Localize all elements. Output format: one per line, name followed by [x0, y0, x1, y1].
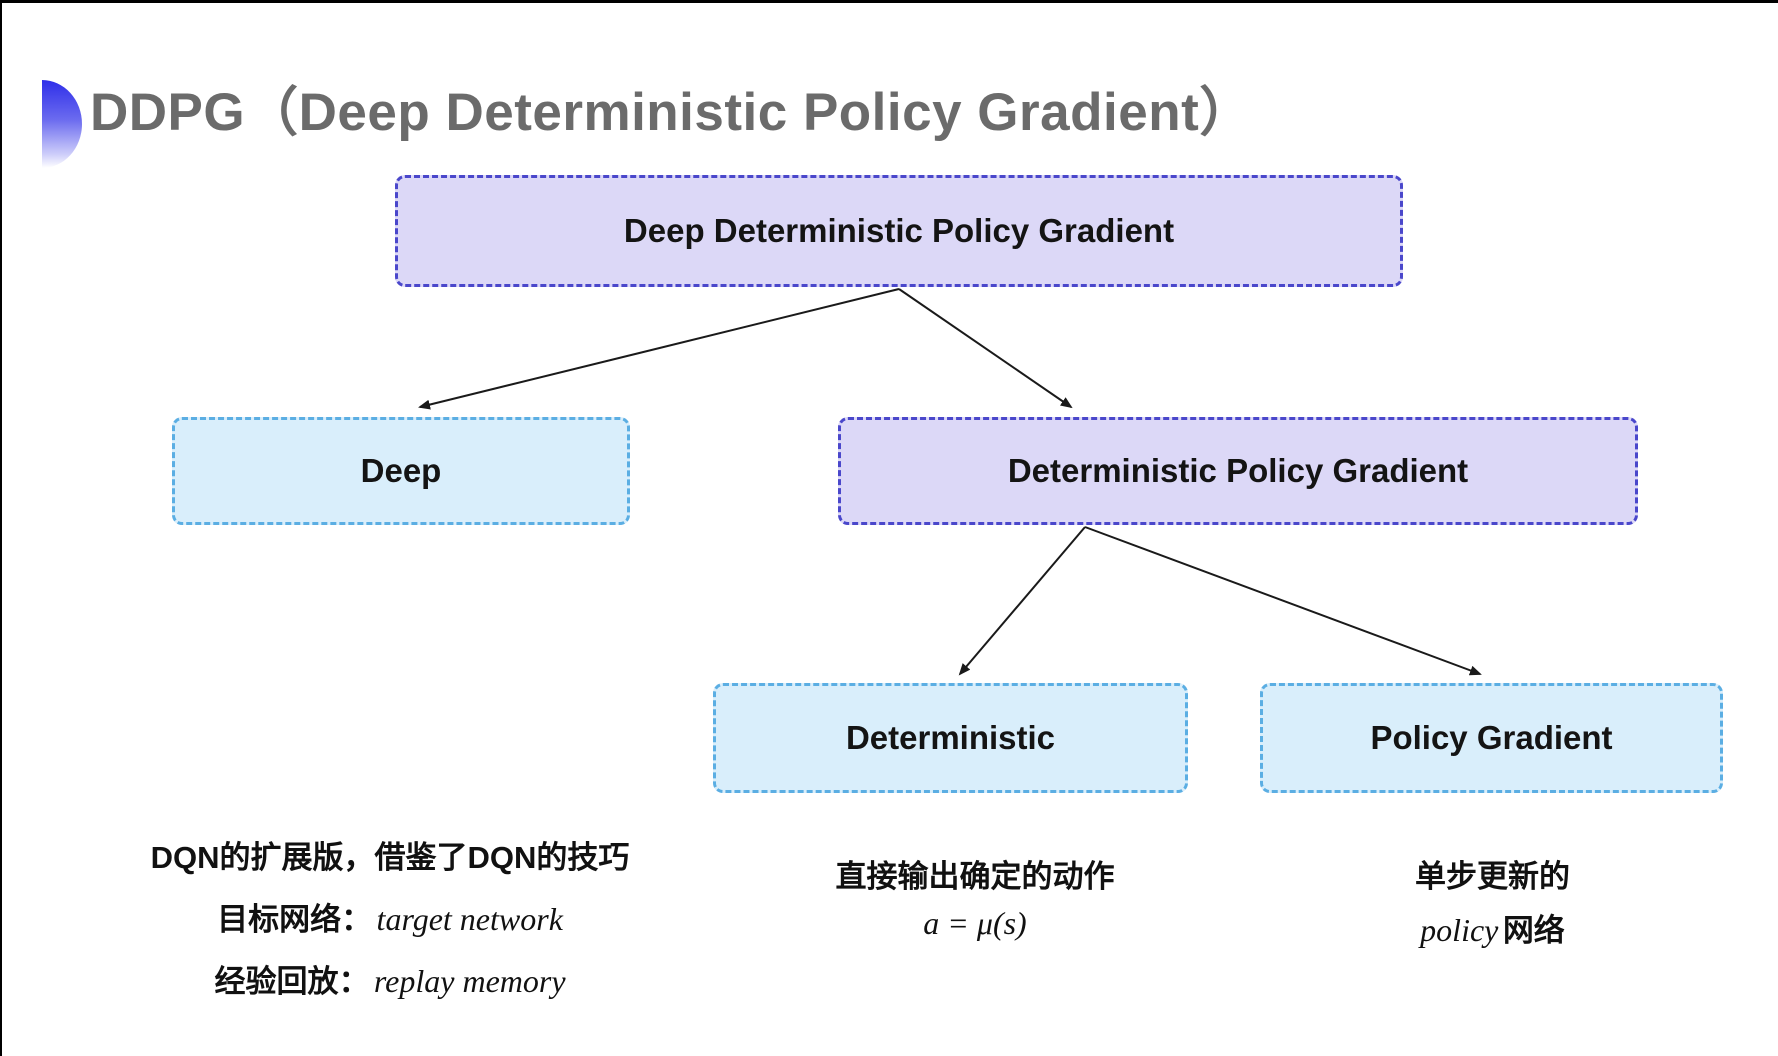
note-label: 目标网络： — [217, 902, 373, 937]
arrow-ddpg-to-deep — [418, 288, 900, 410]
node-label: Policy Gradient — [1370, 719, 1613, 756]
note-label: 经验回放： — [214, 964, 370, 999]
note-deterministic: 直接输出确定的动作 a = μ(s) — [740, 851, 1210, 951]
window-left-edge — [0, 0, 2, 1056]
arrow-dpg-to-deterministic — [958, 526, 1086, 676]
note-line: 直接输出确定的动作 — [835, 859, 1115, 894]
title-bullet-icon — [42, 80, 82, 168]
note-term: target network — [376, 901, 563, 937]
node-policy-gradient: Policy Gradient — [1260, 683, 1723, 793]
node-label: Deterministic — [845, 719, 1056, 756]
note-policy-gradient: 单步更新的 policy 网络 — [1310, 851, 1675, 959]
note-line: policy 网络 — [1310, 905, 1675, 950]
node-label: Deterministic Policy Gradient — [1007, 452, 1469, 489]
note-term: policy — [1420, 912, 1499, 948]
page-title: DDPG（Deep Deterministic Policy Gradient） — [90, 83, 1253, 142]
node-deep: Deep — [172, 417, 630, 525]
note-line: DQN的扩展版，借鉴了DQN的技巧 — [150, 840, 630, 875]
note-line: 单步更新的 — [1415, 859, 1570, 894]
note-deep-dqn: DQN的扩展版，借鉴了DQN的技巧 目标网络： target network 经… — [110, 832, 670, 1018]
note-formula: a = μ(s) — [923, 905, 1027, 941]
node-label: Deep Deterministic Policy Gradient — [623, 212, 1175, 249]
note-line: 经验回放： replay memory — [110, 956, 670, 1001]
note-term: replay memory — [373, 963, 566, 999]
arrow-dpg-to-policy-gradient — [1084, 526, 1482, 676]
arrow-ddpg-to-dpg — [898, 288, 1073, 409]
node-deep-deterministic-policy-gradient: Deep Deterministic Policy Gradient — [395, 175, 1403, 287]
note-label: 网络 — [1502, 913, 1565, 948]
node-deterministic-policy-gradient: Deterministic Policy Gradient — [838, 417, 1638, 525]
window-top-edge — [0, 0, 1778, 3]
node-deterministic: Deterministic — [713, 683, 1188, 793]
note-line: 目标网络： target network — [110, 894, 670, 939]
node-label: Deep — [360, 452, 442, 489]
